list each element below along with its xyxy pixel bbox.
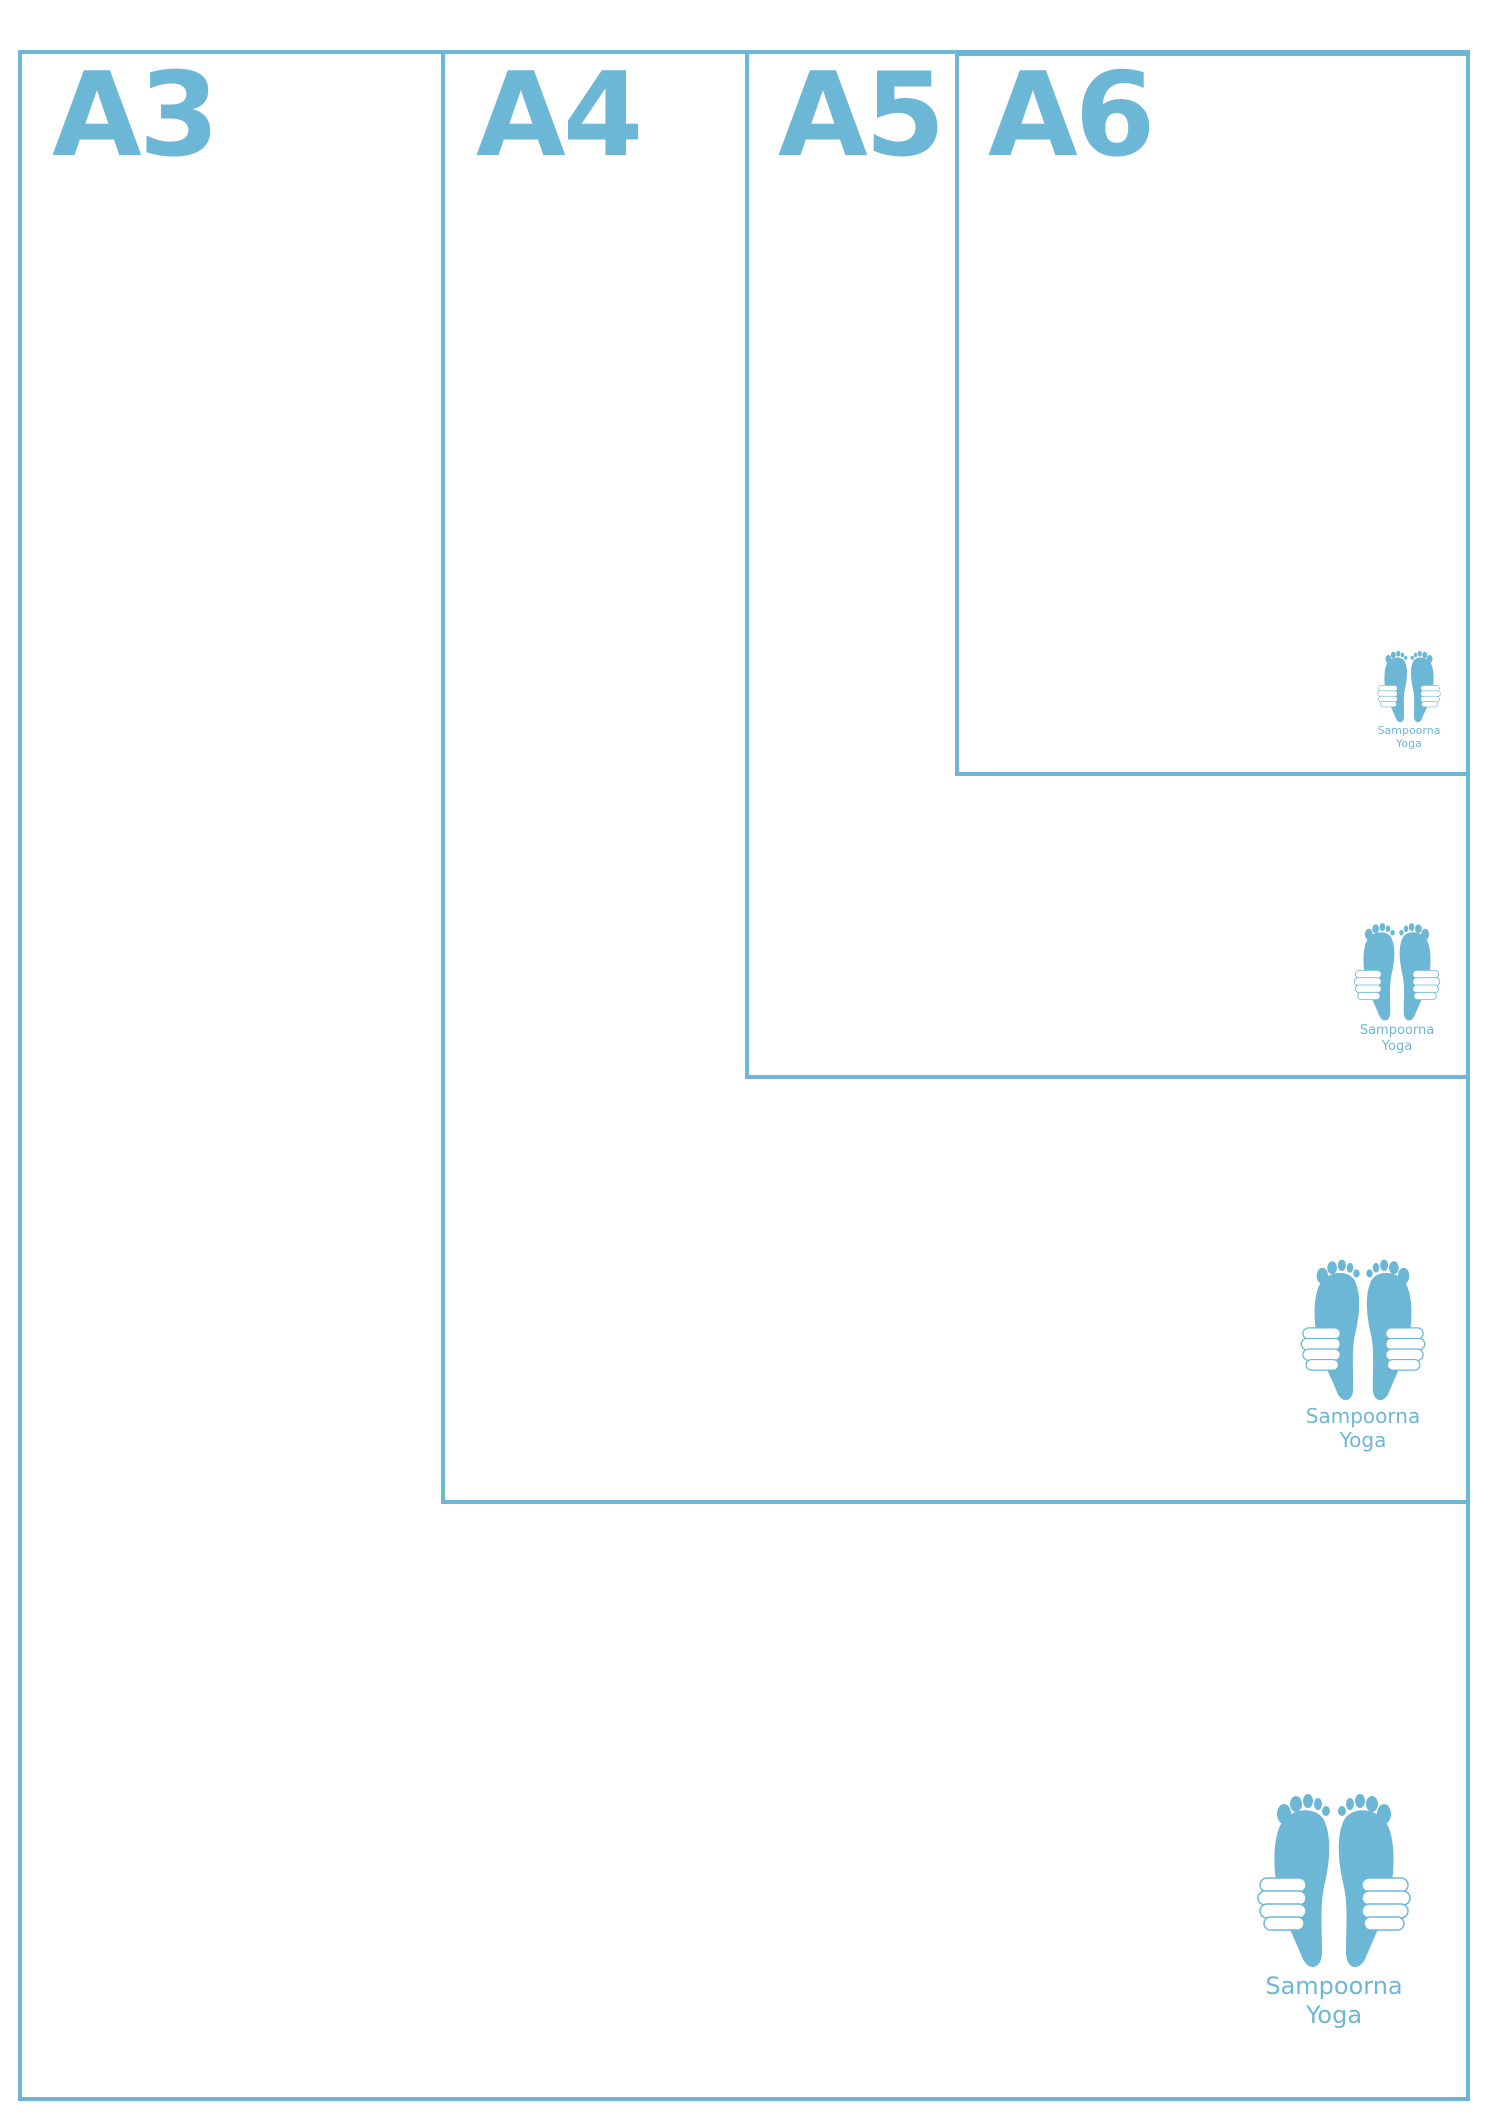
sheet-a6-outline bbox=[955, 52, 1470, 776]
logo-line1: Sampoorna bbox=[1305, 1404, 1421, 1429]
feet-hands-icon bbox=[1352, 922, 1442, 1023]
logo-line2: Yoga bbox=[1305, 2000, 1363, 2029]
feet-hands-icon bbox=[1376, 650, 1442, 724]
logo-line1: Sampoorna bbox=[1377, 724, 1441, 738]
feet-hands-icon bbox=[1254, 1792, 1414, 1972]
logo-a6: Sampoorna Yoga bbox=[1376, 650, 1442, 751]
logo-a3: Sampoorna Yoga bbox=[1254, 1792, 1414, 2030]
logo-a4: Sampoorna Yoga bbox=[1298, 1258, 1428, 1452]
logo-name-a6: Sampoorna Yoga bbox=[1376, 724, 1442, 750]
logo-line2: Yoga bbox=[1339, 1428, 1387, 1453]
label-a5: A5 bbox=[778, 48, 945, 183]
logo-name-a3: Sampoorna Yoga bbox=[1254, 1972, 1414, 2030]
feet-hands-icon bbox=[1298, 1258, 1428, 1404]
label-a4: A4 bbox=[476, 48, 643, 183]
label-a3: A3 bbox=[52, 48, 219, 183]
logo-line2: Yoga bbox=[1396, 737, 1422, 751]
logo-a5: Sampoorna Yoga bbox=[1352, 922, 1442, 1054]
logo-name-a4: Sampoorna Yoga bbox=[1298, 1404, 1428, 1452]
logo-line2: Yoga bbox=[1381, 1038, 1413, 1054]
logo-name-a5: Sampoorna Yoga bbox=[1352, 1023, 1442, 1054]
logo-line1: Sampoorna bbox=[1265, 1972, 1403, 2000]
label-a6: A6 bbox=[988, 48, 1155, 183]
logo-line1: Sampoorna bbox=[1359, 1023, 1435, 1039]
